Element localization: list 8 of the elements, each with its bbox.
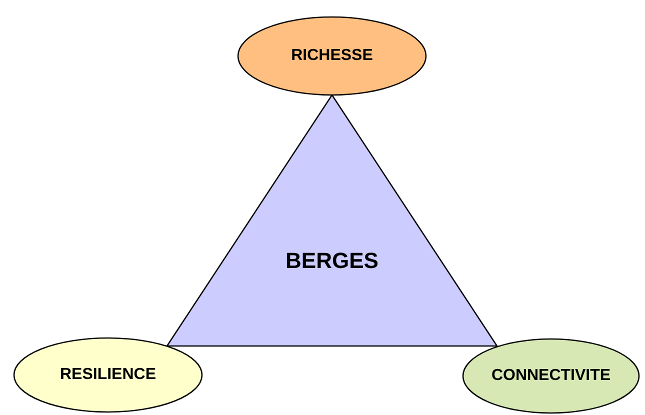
node-label: RESILIENCE	[60, 366, 156, 384]
ellipse-node	[462, 338, 640, 414]
ellipse-node	[13, 337, 203, 413]
triangle-node	[167, 95, 497, 346]
ellipse-node	[237, 16, 427, 96]
node-label: CONNECTIVITE	[491, 367, 611, 385]
node-label: RICHESSE	[291, 47, 373, 65]
node-label: BERGES	[286, 248, 378, 274]
